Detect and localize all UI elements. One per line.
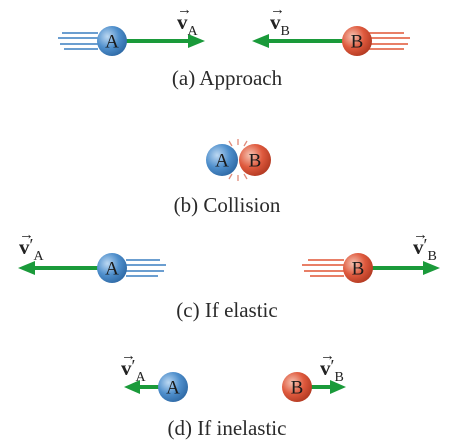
ball-a-inelastic-label: A — [166, 378, 180, 399]
vector-label-va: →vA — [177, 2, 198, 39]
caption-collision: (b) Collision — [173, 193, 281, 217]
panel-b-collision: A B — [206, 139, 271, 181]
ball-b-elastic — [343, 253, 373, 283]
ball-a-collision-label: A — [215, 151, 229, 172]
ball-b — [342, 26, 372, 56]
ball-b-inelastic-label: B — [291, 378, 304, 399]
ball-b-elastic-label: B — [352, 259, 365, 280]
ball-b-collision — [239, 144, 271, 176]
caption-approach: (a) Approach — [171, 66, 283, 90]
ball-a-label: A — [105, 32, 119, 53]
ball-a-collision — [206, 144, 238, 176]
velocity-arrow-b — [252, 34, 346, 48]
velocity-arrow-a-elastic — [18, 261, 98, 275]
vector-label-va-prime-elastic: →v′A — [19, 227, 44, 264]
velocity-arrow-a — [120, 34, 205, 48]
vector-label-va-prime-inelastic: →v′A — [121, 348, 146, 385]
speed-streaks-a — [58, 32, 98, 50]
panel-d-inelastic: A B — [124, 372, 346, 402]
caption-elastic: (c) If elastic — [176, 298, 278, 322]
ball-b-label: B — [351, 32, 364, 53]
ball-a-elastic — [97, 253, 127, 283]
ball-a-elastic-label: A — [105, 259, 119, 280]
panel-c-elastic: A B — [18, 253, 440, 283]
speed-streaks-b-elastic — [302, 259, 344, 277]
velocity-arrow-b-elastic — [372, 261, 440, 275]
vector-label-vb: →vB — [270, 2, 290, 39]
panel-a-approach: A B — [58, 26, 410, 56]
speed-streaks-b — [368, 32, 410, 50]
impact-lines — [228, 139, 248, 181]
ball-a — [97, 26, 127, 56]
caption-inelastic: (d) If inelastic — [167, 416, 287, 440]
speed-streaks-a-elastic — [126, 259, 166, 277]
vector-label-vb-prime-inelastic: →v′B — [320, 348, 344, 385]
ball-a-inelastic — [158, 372, 188, 402]
ball-b-collision-label: B — [249, 151, 262, 172]
velocity-arrow-a-inelastic — [124, 380, 162, 394]
vector-label-vb-prime-elastic: →v′B — [413, 227, 437, 264]
ball-b-inelastic — [282, 372, 312, 402]
